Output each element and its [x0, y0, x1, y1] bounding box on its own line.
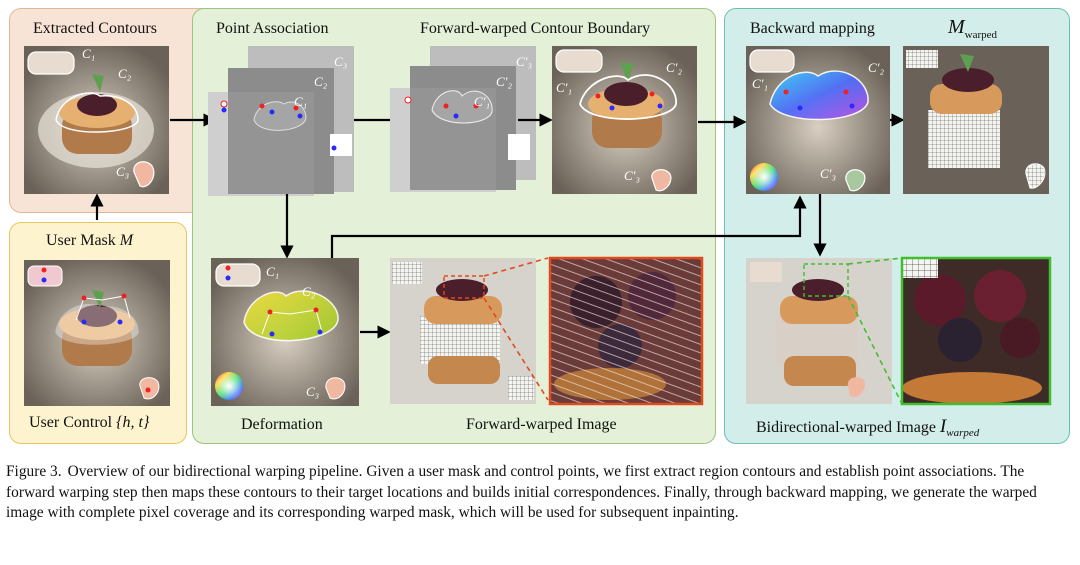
point-association-title: Point Association — [216, 20, 329, 37]
backward-mapping-image: C′₁ C′₂ C′₃ — [746, 46, 890, 194]
boundary-c2-label: C′₂ — [666, 60, 683, 75]
pipeline-illustration: C₁ C₂ C₃ C₃ C₂ C₁ — [24, 46, 1052, 406]
caption-label: Figure 3. — [6, 463, 62, 480]
bidirectional-warped-image — [746, 257, 903, 405]
backward-c1-label: C′₁ — [752, 76, 768, 91]
forward-zoom-inset — [548, 256, 704, 406]
user-mask-title-text: User Mask — [46, 232, 116, 249]
forward-stack-c2-label: C′₂ — [496, 74, 513, 89]
c3-label: C₃ — [116, 164, 129, 179]
forward-stack-c1-label: C′₁ — [474, 94, 490, 109]
deformation-image: C₁ C₂ C₃ — [211, 258, 359, 406]
arrow-deformation-to-backward — [330, 195, 807, 258]
user-mask-title: User Mask M — [46, 232, 133, 250]
forward-warped-stack: C′₃ C′₂ C′₁ — [390, 46, 536, 192]
extracted-contours-title: Extracted Contours — [33, 20, 157, 37]
backward-c3-label: C′₃ — [820, 166, 836, 181]
backward-c2-label: C′₂ — [868, 60, 885, 75]
c1-label: C₁ — [82, 46, 95, 61]
boundary-c3-label: C′₃ — [624, 168, 640, 183]
bidirectional-zoom-inset — [900, 256, 1052, 406]
m-warped-symbol: M — [948, 16, 965, 38]
bidirectional-warped-text: Bidirectional-warped Image — [756, 419, 936, 436]
i-warped-subscript: warped — [946, 427, 980, 440]
forward-warped-image-label: Forward-warped Image — [466, 416, 617, 433]
boundary-c1-label: C′₁ — [556, 80, 572, 95]
deformation-c1-label: C₁ — [266, 264, 279, 279]
c2-label: C₂ — [118, 66, 132, 81]
association-c1-label: C₁ — [294, 94, 307, 109]
figure-caption: Figure 3.Overview of our bidirectional w… — [6, 462, 1072, 524]
forward-warped-image — [390, 257, 549, 404]
user-mask-image — [24, 260, 170, 406]
user-control-label: User Control {h, t} — [29, 414, 149, 432]
association-c2-label: C₂ — [314, 74, 328, 89]
user-control-symbol: {h, t} — [116, 414, 150, 431]
i-warped-symbol: I — [939, 416, 947, 437]
forward-boundary-title: Forward-warped Contour Boundary — [420, 20, 651, 37]
forward-boundary-image: C′₁ C′₂ C′₃ — [552, 46, 697, 194]
association-c3-label: C₃ — [334, 54, 347, 69]
m-warped-label: Mwarped — [948, 16, 997, 41]
user-control-text: User Control — [29, 414, 113, 431]
backward-mapping-title: Backward mapping — [750, 20, 875, 37]
m-warped-subscript: warped — [964, 29, 998, 41]
caption-text: Overview of our bidirectional warping pi… — [6, 463, 1037, 521]
extracted-contours-image: C₁ C₂ C₃ — [24, 46, 169, 194]
deformation-c3-label: C₃ — [306, 384, 319, 399]
bidirectional-warped-label: Bidirectional-warped Image Iwarped — [756, 416, 979, 439]
user-mask-symbol: M — [119, 232, 134, 249]
deformation-label: Deformation — [241, 416, 323, 433]
deformation-c2-label: C₂ — [302, 284, 316, 299]
forward-stack-c3-label: C′₃ — [516, 54, 532, 69]
warped-mask-image — [903, 46, 1049, 194]
point-association-stack: C₃ C₂ C₁ — [208, 46, 354, 196]
